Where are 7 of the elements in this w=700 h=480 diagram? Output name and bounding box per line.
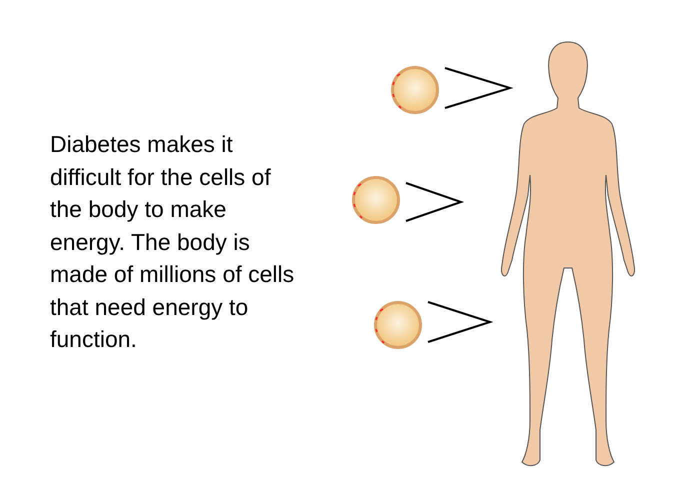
description-text: Diabetes makes it difficult for the cells of the body to make energy. The body is made of millions of cells that need energy to function.	[50, 130, 296, 354]
cell-drawing	[373, 300, 423, 350]
cell-drawing	[390, 65, 440, 115]
callout-lines	[444, 67, 514, 109]
callout-lines	[428, 301, 494, 343]
cell-drawing	[351, 175, 401, 225]
callout-lines	[406, 182, 464, 222]
